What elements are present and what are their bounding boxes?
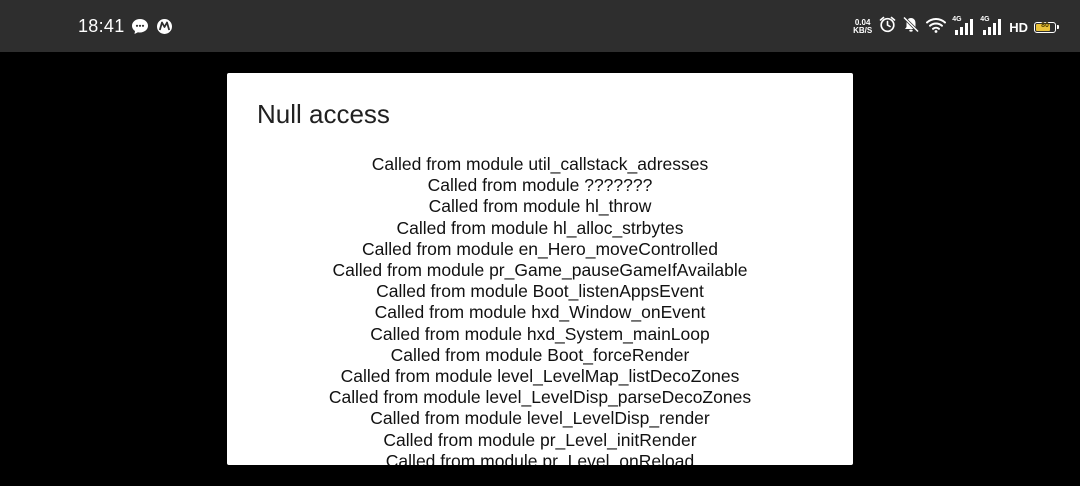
callstack-line: Called from module hl_throw — [428, 196, 652, 217]
status-left-icons — [131, 18, 173, 40]
callstack-line: Called from module hl_alloc_strbytes — [396, 217, 684, 238]
status-bar: 18:41 0.04 KB/S — [0, 0, 1080, 52]
battery-level: 80 — [1041, 21, 1049, 29]
callstack-line: Called from module util_callstack_adress… — [371, 154, 709, 174]
callstack-line: Called from module level_LevelDisp_rende… — [370, 408, 710, 429]
battery-cap — [1057, 24, 1059, 29]
status-time: 18:41 — [78, 16, 125, 36]
wifi-icon — [926, 17, 947, 38]
callstack-line: Called from module ??????? — [427, 175, 653, 196]
status-right-icons: 0.04 KB/S — [853, 16, 1059, 38]
callstack-line: Called from module level_LevelMap_listDe… — [340, 366, 740, 387]
callstack-line: Called from module en_Hero_moveControlle… — [361, 238, 718, 259]
dialog-title: Null access — [257, 99, 390, 129]
signal-icon — [983, 19, 1002, 35]
callstack-line: Called from module level_LevelDisp_parse… — [328, 387, 752, 408]
callstack-line: Called from module Boot_forceRender — [390, 344, 690, 365]
callstack-text: Called from module util_callstack_adress… — [227, 154, 853, 465]
hd-icon: HD — [1009, 19, 1028, 35]
callstack-line: Called from module Boot_listenAppsEvent — [376, 281, 704, 302]
battery-icon: 80 — [1034, 21, 1059, 33]
sim2-network-tag: 4G — [980, 16, 990, 23]
signal-icon — [955, 19, 974, 35]
callstack-line: Called from module pr_Level_onReload — [385, 450, 695, 465]
signal-sim1: 4G — [952, 16, 974, 36]
chat-bubble-icon — [131, 18, 149, 40]
callstack-line: Called from module pr_Game_pauseGameIfAv… — [332, 260, 748, 281]
motorola-icon — [156, 18, 173, 40]
sim1-network-tag: 4G — [952, 16, 962, 23]
battery-fill — [1036, 23, 1050, 31]
network-speed-unit: KB/S — [853, 26, 873, 35]
network-speed-value: 0.04 — [854, 18, 871, 27]
network-speed: 0.04 KB/S — [853, 19, 872, 35]
callstack-line: Called from module hxd_System_mainLoop — [370, 323, 710, 344]
error-dialog: Null access Called from module util_call… — [227, 73, 853, 465]
signal-sim2: 4G — [980, 16, 1002, 36]
mute-icon — [902, 16, 920, 38]
callstack-line: Called from module pr_Level_initRender — [383, 429, 697, 450]
callstack-line: Called from module hxd_Window_onEvent — [374, 302, 706, 323]
alarm-icon — [879, 16, 896, 38]
